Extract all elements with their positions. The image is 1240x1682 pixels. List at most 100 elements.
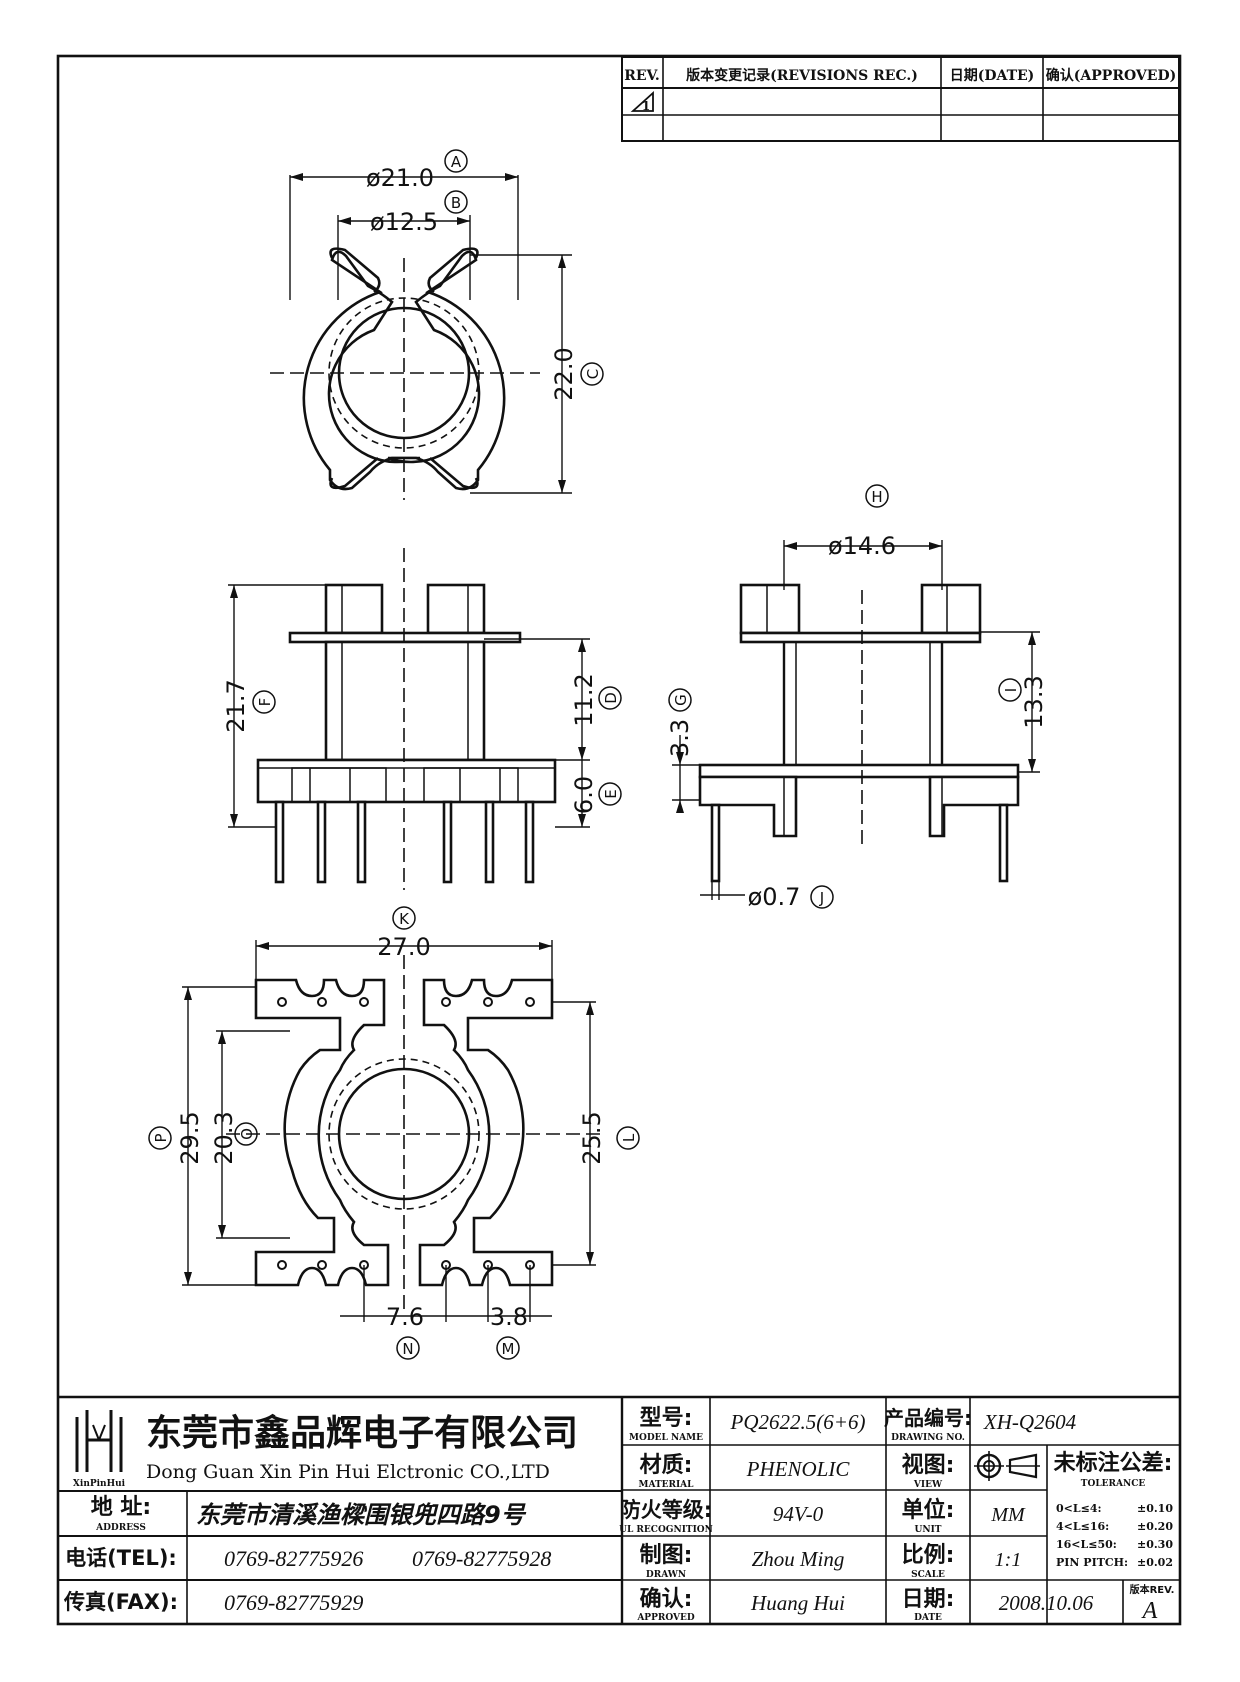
unit-label-en: UNIT: [915, 1525, 942, 1535]
dim-a-value: ø21.0: [366, 164, 434, 192]
callout-e: E: [602, 789, 620, 798]
tolerance-value-1: ±0.10: [1137, 1502, 1173, 1515]
approved-label: 确认:: [640, 1586, 693, 1612]
bottom-view: [182, 940, 600, 1322]
ul-label: 防火等级:: [620, 1498, 712, 1522]
scale-label-en: SCALE: [911, 1570, 945, 1580]
callout-o: O: [238, 1128, 256, 1140]
callout-g-circle: [668, 688, 692, 712]
rev-value: A: [1141, 1598, 1158, 1624]
callout-n: N: [402, 1340, 413, 1358]
dim-d-value: 11.2: [570, 673, 598, 726]
tel-label: 电话(TEL):: [65, 1546, 177, 1570]
top-flange-right: [387, 250, 506, 491]
dim-f-value: 21.7: [222, 679, 250, 732]
dim-h-value: ø14.6: [828, 532, 896, 560]
revision-number: 1: [642, 99, 650, 113]
dim-m-value: 3.8: [490, 1303, 528, 1331]
top-ear-ur: [427, 247, 479, 294]
date-label: 日期:: [902, 1587, 955, 1612]
dim-c-value: 22.0: [550, 347, 578, 400]
revisions-record-header: 版本变更记录(REVISIONS REC.): [686, 67, 918, 84]
revision-triangle-icon: [630, 90, 654, 112]
tel-value-1: 0769-82775926: [224, 1546, 363, 1571]
callout-f-circle: [252, 690, 276, 714]
view-label: 视图:: [902, 1452, 955, 1478]
callout-d-circle: [598, 686, 622, 710]
tolerance-value-4: ±0.02: [1137, 1556, 1173, 1569]
callout-f: F: [256, 698, 274, 707]
callout-e-circle: [598, 782, 622, 806]
dim-g-value: 3.3: [666, 719, 694, 757]
dim-i-value: 13.3: [1020, 675, 1048, 728]
dim-p-value: 29.5: [176, 1111, 204, 1164]
callout-a: A: [451, 153, 462, 171]
dim-l-value: 25.5: [578, 1111, 606, 1164]
address-label: 地 址:: [91, 1495, 151, 1520]
callout-o-circle: [234, 1122, 258, 1146]
view-label-en: VIEW: [913, 1480, 943, 1490]
date-value: 2008.10.06: [999, 1591, 1094, 1615]
dim-k-value: 27.0: [377, 933, 430, 961]
rev-header: REV.: [624, 68, 660, 84]
callout-h: H: [871, 488, 882, 506]
unit-value: MM: [990, 1504, 1026, 1526]
logo-text: XinPinHui: [73, 1479, 126, 1489]
tolerance-value-2: ±0.20: [1137, 1520, 1173, 1533]
callout-c-circle: [580, 362, 604, 386]
top-ear-ul: [329, 247, 381, 294]
callout-b-circle: [444, 190, 468, 214]
company-logo-icon: [75, 1410, 123, 1472]
approved-label-en: APPROVED: [636, 1613, 695, 1623]
callout-l: L: [620, 1133, 638, 1142]
material-label-en: MATERIAL: [638, 1480, 694, 1490]
dim-n-value: 7.6: [386, 1303, 424, 1331]
model-label: 型号:: [640, 1406, 693, 1431]
callout-g: G: [672, 694, 690, 706]
date-header: 日期(DATE): [950, 68, 1035, 84]
callout-b: B: [451, 194, 461, 212]
callout-p: P: [152, 1133, 170, 1142]
tolerance-table: 0<L≤4: ±0.10 4<L≤16: ±0.20 16<L≤50: ±0.3…: [1056, 1502, 1173, 1569]
tolerance-range-4: PIN PITCH:: [1056, 1556, 1128, 1569]
material-value: PHENOLIC: [746, 1457, 851, 1481]
material-label: 材质:: [640, 1453, 693, 1478]
scale-label: 比例:: [902, 1543, 955, 1568]
tolerance-range-2: 4<L≤16:: [1056, 1520, 1109, 1533]
callout-h-circle: [865, 484, 889, 508]
tolerance-label: 未标注公差:: [1054, 1450, 1173, 1476]
address-label-en: ADDRESS: [95, 1523, 146, 1533]
callout-p-circle: [148, 1126, 172, 1150]
drawn-label-en: DRAWN: [646, 1570, 686, 1580]
side-pin-left: [710, 803, 721, 883]
callout-d: D: [602, 692, 620, 704]
model-value: PQ2622.5(6+6): [730, 1410, 866, 1434]
drawing-no-label: 产品编号:: [884, 1406, 972, 1430]
revision-table: REV. 版本变更记录(REVISIONS REC.) 日期(DATE) 确认(…: [621, 56, 1180, 142]
scale-value: 1:1: [995, 1549, 1022, 1571]
callout-a-circle: [444, 149, 468, 173]
dim-j-value: ø0.7: [748, 883, 801, 911]
date-label-en: DATE: [914, 1613, 942, 1623]
front-pins: [274, 800, 535, 884]
callout-k-circle: [392, 906, 416, 930]
drawn-label: 制图:: [640, 1543, 693, 1568]
ul-value: 94V-0: [773, 1502, 824, 1526]
drawing-no-label-en: DRAWING NO.: [891, 1433, 965, 1443]
fax-value: 0769-82775929: [224, 1590, 363, 1615]
top-ear-ll: [329, 457, 379, 490]
side-view: [672, 540, 1040, 900]
dim-o-value: 20.3: [210, 1111, 238, 1164]
ul-label-en: UL RECOGNITION: [619, 1525, 713, 1535]
top-ear-lr: [429, 457, 479, 490]
callout-c: C: [584, 369, 602, 379]
rev-label: 版本REV.: [1130, 1583, 1175, 1596]
tolerance-value-3: ±0.30: [1137, 1538, 1173, 1551]
front-view: [228, 548, 590, 890]
callout-i: I: [1002, 688, 1020, 692]
dim-b-value: ø12.5: [370, 208, 438, 236]
fax-label: 传真(FAX):: [63, 1590, 178, 1614]
tolerance-label-en: TOLERANCE: [1081, 1479, 1146, 1489]
model-label-en: MODEL NAME: [629, 1433, 703, 1443]
